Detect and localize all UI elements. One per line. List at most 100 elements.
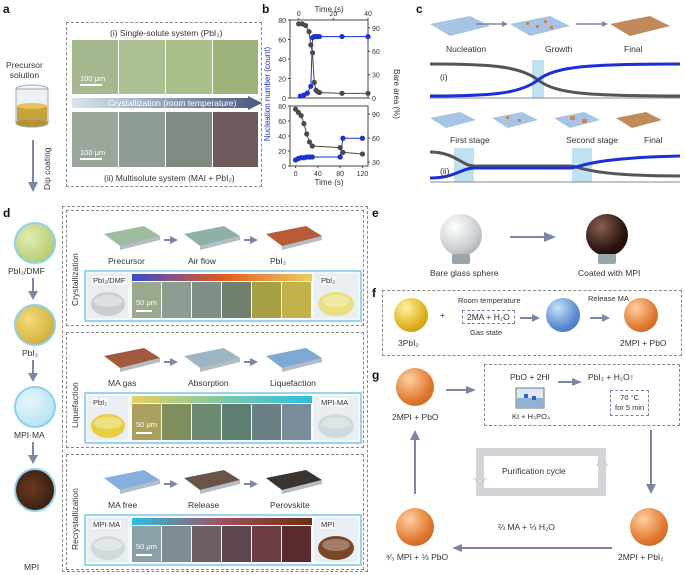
d-film-label-2-3: Liquefaction bbox=[270, 378, 316, 388]
data-point-2-1-8 bbox=[337, 154, 343, 160]
d-micrograph-2-2 bbox=[162, 404, 191, 440]
d-arrow-3-1 bbox=[164, 476, 178, 488]
data-point-2-2-8 bbox=[337, 145, 343, 151]
f-release: Release MA bbox=[588, 294, 629, 303]
d-micrograph-3-4 bbox=[222, 526, 251, 562]
d-film-3-2 bbox=[180, 466, 242, 496]
panel-a-label: a bbox=[3, 2, 10, 16]
growth-label: Growth bbox=[545, 44, 573, 54]
y2-tick-label-1: 0 bbox=[372, 96, 376, 103]
mpi-pbo-sphere-icon bbox=[624, 298, 658, 332]
step-arrow-3 bbox=[28, 442, 38, 464]
y-tick-label-2: 20 bbox=[278, 149, 286, 156]
beaker-icon bbox=[14, 84, 50, 128]
scale-bar-top bbox=[80, 84, 102, 86]
bare-glass-label: Bare glass sphere bbox=[430, 268, 499, 278]
g-arrow-label: ⅔ MA + ⅓ H₂O bbox=[498, 522, 555, 532]
data-point-1-2-5 bbox=[308, 42, 314, 48]
d-scale-1: 50 μm bbox=[136, 298, 157, 307]
d-gradient-bar-3 bbox=[132, 518, 312, 525]
data-point-2-2-5 bbox=[304, 131, 310, 137]
step-arrow-1 bbox=[28, 278, 38, 300]
g-top-left-label: 2MPI + PbO bbox=[392, 412, 439, 422]
y-tick-label-1: 40 bbox=[278, 57, 286, 64]
step-pbi2-icon bbox=[14, 304, 56, 346]
arrow-e-icon bbox=[510, 230, 556, 244]
film-growth-top-icon bbox=[430, 12, 680, 42]
d-micrograph-1-4 bbox=[222, 282, 251, 318]
step-mpi-ma-icon bbox=[14, 386, 56, 428]
d-arrow-3-2 bbox=[244, 476, 258, 488]
data-point-1-2-3 bbox=[303, 22, 309, 29]
data-point-2-2-3 bbox=[298, 113, 304, 119]
label-i: (i) bbox=[440, 72, 448, 82]
data-point-1-2-7 bbox=[311, 79, 317, 85]
d-row-name-3: Recrystallization bbox=[70, 488, 80, 550]
data-point-2-1-10 bbox=[359, 135, 366, 141]
d-micrograph-3-1 bbox=[132, 526, 161, 562]
g-product-top: PbI₂ + H₂O↑ bbox=[588, 372, 635, 382]
d-micrograph-1-3 bbox=[192, 282, 221, 318]
y-axis-title: Nucleation number (count) bbox=[263, 47, 272, 142]
d-micrograph-1-6 bbox=[282, 282, 311, 318]
curve-i bbox=[429, 56, 681, 102]
pbi2-sphere-icon bbox=[394, 298, 428, 332]
d-row-1 bbox=[66, 210, 364, 326]
scale-top: 100 μm bbox=[80, 74, 106, 83]
d-film-label-3-2: Release bbox=[188, 500, 220, 510]
data-point-1-2-4 bbox=[306, 29, 312, 35]
f-plus: + bbox=[440, 310, 445, 320]
d-gradient-bar-1 bbox=[132, 274, 312, 281]
micrograph-ii-3 bbox=[166, 112, 212, 167]
label-ii: (ii) bbox=[440, 166, 450, 176]
y-tick-label-1: 0 bbox=[282, 96, 286, 103]
step-1-label: PbI₂/DMF bbox=[8, 266, 45, 276]
d-film-label-2-1: MA gas bbox=[108, 378, 137, 388]
micrograph-ii-4 bbox=[213, 112, 258, 167]
final-top-label: Final bbox=[624, 44, 643, 54]
step-2-label: PbI₂ bbox=[22, 348, 39, 358]
data-point-1-1-10 bbox=[339, 33, 345, 40]
step-arrow-2 bbox=[28, 360, 38, 382]
crystallization-arrow bbox=[72, 96, 262, 110]
x-tick-label-1: 40 bbox=[364, 11, 372, 18]
data-point-1-1-4 bbox=[308, 83, 314, 89]
first-stage-label: First stage bbox=[450, 135, 490, 145]
d-row-2 bbox=[66, 332, 364, 448]
arrow-g-down-icon bbox=[646, 430, 656, 494]
down-arrow-icon bbox=[28, 140, 38, 192]
g-reagents: KI + H₃PO₄ bbox=[512, 412, 551, 421]
scale-bottom: 100 μm bbox=[80, 148, 106, 157]
step-3-label: MPI·MA bbox=[14, 430, 45, 440]
data-point-2-2-7 bbox=[309, 143, 315, 149]
x-axis-title-bottom: Time (s) bbox=[314, 178, 343, 187]
x-tick-label-2: 120 bbox=[357, 171, 369, 178]
panel-d-label: d bbox=[3, 206, 11, 220]
data-point-2-2-9 bbox=[340, 149, 346, 155]
y-tick-label-1: 60 bbox=[278, 38, 286, 45]
d-micrograph-2-3 bbox=[192, 404, 221, 440]
step-mpi-icon bbox=[14, 468, 56, 512]
y-tick-label-2: 60 bbox=[278, 119, 286, 126]
d-flask-left-tag-3: MPI·MA bbox=[92, 520, 122, 529]
crystallization-label: Crystallization (room temperature) bbox=[108, 98, 237, 108]
system-ii-label: (ii) Multisolute system (MAI + PbI₂) bbox=[104, 173, 235, 183]
precursor-label: Precursor solution bbox=[6, 60, 43, 80]
arrow-f2-icon bbox=[590, 310, 610, 322]
data-point-1-2-11 bbox=[339, 90, 345, 96]
d-film-2-1 bbox=[100, 344, 162, 374]
y2-tick-label-2: 60 bbox=[372, 136, 380, 143]
second-stage-label: Second stage bbox=[566, 135, 618, 145]
panel-d-frame bbox=[62, 206, 368, 572]
intermediate-sphere-icon bbox=[546, 298, 580, 332]
f-state: Gas state bbox=[470, 328, 503, 337]
bare-glass-sphere-icon bbox=[440, 214, 482, 256]
arrow-g-left-icon bbox=[452, 540, 612, 552]
micrograph-i-2 bbox=[119, 40, 165, 94]
panel-f-frame bbox=[382, 290, 682, 356]
micrograph-i-4 bbox=[213, 40, 258, 94]
x-tick-label-2: 80 bbox=[336, 171, 344, 178]
d-scale-2: 50 μm bbox=[136, 420, 157, 429]
data-point-2-2-6 bbox=[306, 139, 313, 145]
